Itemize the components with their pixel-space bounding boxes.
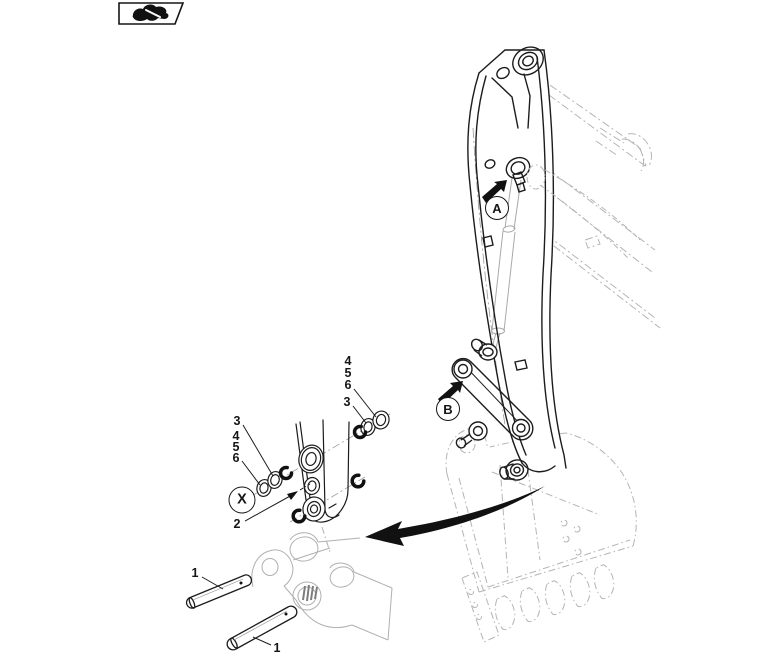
callout-right-4: 4 (344, 353, 352, 368)
callout-1-upper: 1 (191, 565, 199, 580)
callout-right-6: 6 (344, 377, 352, 392)
figure-thumbnail-button[interactable] (118, 2, 185, 25)
view-a-arrow-icon (482, 180, 507, 203)
bucket-cylinder-internal (490, 177, 522, 352)
detail-swoosh-arrow-icon (365, 486, 545, 546)
dipper-arm (467, 46, 641, 481)
callout-left-6: 6 (232, 450, 240, 465)
bucket-curl-icon (132, 4, 169, 22)
callout-left-5: 5 (232, 439, 240, 454)
callout-left-4: 4 (232, 428, 240, 443)
callout-right-5: 5 (344, 365, 352, 380)
arm-detail-exploded (249, 410, 391, 524)
view-a-badge: A (485, 196, 509, 220)
callout-right-3: 3 (343, 394, 351, 409)
coupler-bracket-phantom (251, 526, 393, 641)
detail-x-badge: X (228, 486, 256, 514)
leader-lines (201, 388, 377, 646)
link-assembly (451, 338, 534, 449)
callout-left-3: 3 (233, 413, 241, 428)
callout-1-lower: 1 (273, 640, 281, 655)
callout-2: 2 (233, 516, 241, 531)
coupler-pins (185, 574, 298, 651)
view-b-badge: B (436, 397, 460, 421)
